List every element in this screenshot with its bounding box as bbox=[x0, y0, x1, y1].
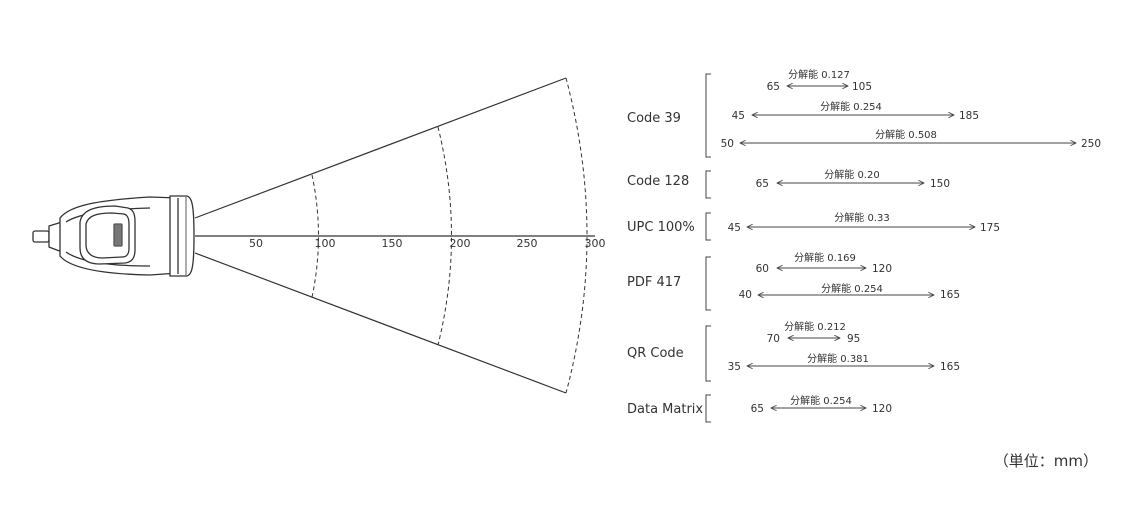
group-bracket bbox=[705, 256, 711, 311]
resolution-label: 分解能 0.212 bbox=[784, 320, 846, 333]
near-distance: 65 bbox=[767, 81, 780, 93]
resolution-label: 分解能 0.254 bbox=[821, 282, 883, 295]
near-distance: 40 bbox=[739, 289, 752, 301]
far-distance: 250 bbox=[1081, 138, 1101, 150]
group-bracket bbox=[705, 170, 711, 199]
symbology-label: QR Code bbox=[627, 346, 684, 361]
fan-upper-edge bbox=[194, 77, 567, 219]
far-distance: 165 bbox=[940, 361, 960, 373]
symbology-qr-code: QR Code 分解能 0.212 70 95 分解能 0.381 35 165 bbox=[627, 320, 960, 382]
near-distance: 65 bbox=[756, 178, 769, 190]
near-distance: 45 bbox=[732, 110, 745, 122]
unit-note: （単位：mm） bbox=[994, 452, 1098, 470]
resolution-label: 分解能 0.127 bbox=[788, 68, 850, 81]
resolution-label: 分解能 0.169 bbox=[794, 251, 856, 264]
axis-tick-label: 250 bbox=[517, 237, 538, 250]
symbology-label: UPC 100% bbox=[627, 220, 695, 235]
symbology-upc-100: UPC 100% 分解能 0.33 45 175 bbox=[627, 211, 1000, 241]
symbology-label: Data Matrix bbox=[627, 402, 703, 417]
axis-tick-labels: 50 100 150 200 250 300 bbox=[249, 237, 606, 250]
group-bracket bbox=[705, 394, 711, 423]
range-row: 分解能 0.169 60 120 bbox=[756, 251, 892, 275]
fan-lower-edge bbox=[194, 252, 567, 394]
range-row: 分解能 0.20 65 150 bbox=[756, 168, 950, 190]
resolution-label: 分解能 0.254 bbox=[820, 100, 882, 113]
resolution-label: 分解能 0.33 bbox=[834, 211, 889, 224]
symbology-label: PDF 417 bbox=[627, 275, 681, 290]
far-distance: 185 bbox=[959, 110, 979, 122]
scanner-illustration bbox=[32, 195, 195, 277]
range-row: 分解能 0.508 50 250 bbox=[721, 128, 1101, 150]
far-distance: 150 bbox=[930, 178, 950, 190]
range-row: 分解能 0.254 40 165 bbox=[739, 282, 960, 301]
group-bracket bbox=[705, 73, 711, 158]
symbology-pdf-417: PDF 417 分解能 0.169 60 120 分解能 0.254 40 16… bbox=[627, 251, 960, 311]
symbology-code-39: Code 39 分解能 0.127 65 105 分解能 0.254 45 18… bbox=[627, 68, 1101, 158]
range-row: 分解能 0.254 65 120 bbox=[751, 394, 892, 415]
range-arc-200 bbox=[437, 126, 452, 346]
range-row: 分解能 0.212 70 95 bbox=[767, 320, 861, 345]
far-distance: 120 bbox=[872, 263, 892, 275]
resolution-label: 分解能 0.254 bbox=[790, 394, 852, 407]
near-distance: 35 bbox=[728, 361, 741, 373]
near-distance: 45 bbox=[728, 222, 741, 234]
far-distance: 95 bbox=[847, 333, 860, 345]
axis-tick-label: 300 bbox=[585, 237, 606, 250]
near-distance: 65 bbox=[751, 403, 764, 415]
axis-tick-label: 50 bbox=[249, 237, 263, 250]
far-distance: 175 bbox=[980, 222, 1000, 234]
range-row: 分解能 0.254 45 185 bbox=[732, 100, 979, 122]
symbology-label: Code 39 bbox=[627, 111, 681, 126]
axis-tick-label: 100 bbox=[315, 237, 336, 250]
group-bracket bbox=[705, 325, 711, 382]
range-row: 分解能 0.127 65 105 bbox=[767, 68, 872, 93]
group-bracket bbox=[705, 212, 711, 241]
symbology-label: Code 128 bbox=[627, 174, 689, 189]
axis-tick-label: 200 bbox=[450, 237, 471, 250]
scan-field-fan bbox=[194, 77, 595, 394]
range-row: 分解能 0.381 35 165 bbox=[728, 352, 960, 373]
resolution-label: 分解能 0.381 bbox=[807, 352, 869, 365]
near-distance: 60 bbox=[756, 263, 769, 275]
far-distance: 105 bbox=[852, 81, 872, 93]
near-distance: 50 bbox=[721, 138, 734, 150]
range-arc-300 bbox=[565, 77, 588, 394]
range-row: 分解能 0.33 45 175 bbox=[728, 211, 1000, 234]
symbology-data-matrix: Data Matrix 分解能 0.254 65 120 bbox=[627, 394, 892, 423]
far-distance: 120 bbox=[872, 403, 892, 415]
resolution-label: 分解能 0.508 bbox=[875, 128, 937, 141]
symbology-code-128: Code 128 分解能 0.20 65 150 bbox=[627, 168, 950, 199]
resolution-label: 分解能 0.20 bbox=[824, 168, 879, 181]
symbology-table: Code 39 分解能 0.127 65 105 分解能 0.254 45 18… bbox=[627, 68, 1101, 423]
near-distance: 70 bbox=[767, 333, 780, 345]
far-distance: 165 bbox=[940, 289, 960, 301]
axis-tick-label: 150 bbox=[382, 237, 403, 250]
